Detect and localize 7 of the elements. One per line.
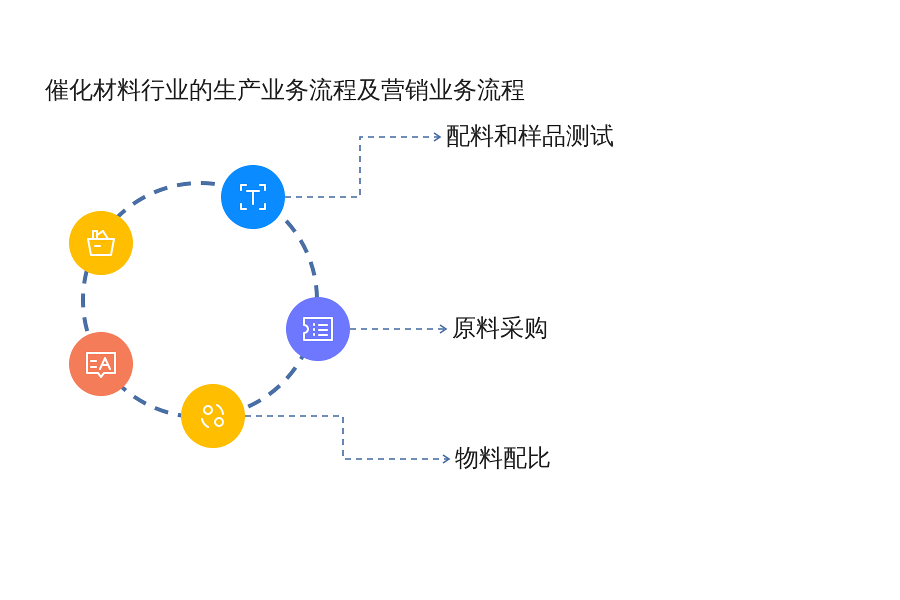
step-label: 原料采购 [452,314,548,344]
arrow [245,415,450,464]
step-label: 物料配比 [455,444,551,474]
step-label: 配料和样品测试 [446,122,614,152]
arrow [285,132,441,198]
diagram-title: 催化材料行业的生产业务流程及营销业务流程 [45,76,525,106]
arrow [350,324,447,334]
